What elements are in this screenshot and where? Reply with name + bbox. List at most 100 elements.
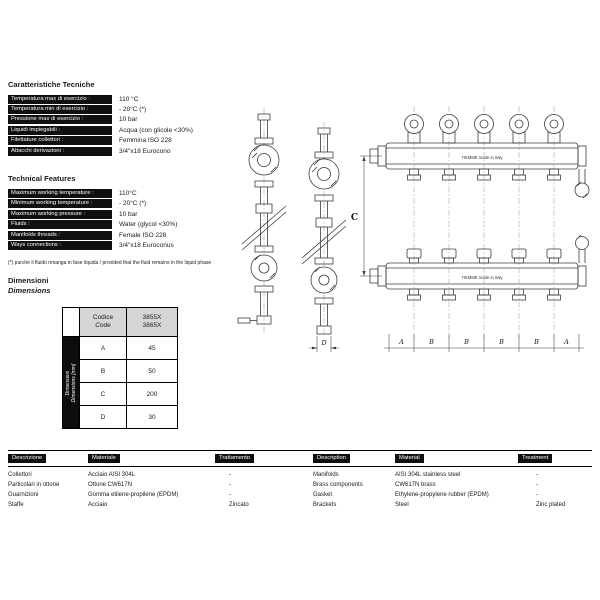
spec-row: Liquidi impiegabili : Acqua (con glicole… bbox=[8, 125, 240, 135]
header-description: Description bbox=[313, 454, 350, 463]
spec-value: 3/4"x18 Eurocono bbox=[119, 147, 171, 155]
code-values-cell: 3855X 3865X bbox=[126, 307, 178, 337]
cell-material: Ethylene-propylene rubber (EPDM) bbox=[395, 492, 489, 498]
dimension-chain-bottom: A B B B B A bbox=[384, 334, 584, 352]
dim-label-d: D bbox=[320, 339, 327, 347]
spec-label: Fluids : bbox=[8, 220, 112, 230]
spec-label: Liquidi impiegabili : bbox=[8, 125, 112, 135]
dimensions-side-label-cell: Dimensioni Dimensions [mm] bbox=[62, 336, 80, 429]
spec-value: 10 bar bbox=[119, 116, 138, 124]
dim-letter: D bbox=[79, 405, 127, 429]
code-value: 3865X bbox=[142, 322, 162, 329]
section-title-caratteristiche: Caratteristiche Tecniche bbox=[8, 80, 95, 89]
spec-value: 10 bar bbox=[119, 210, 138, 218]
spec-value: 110 °C bbox=[119, 95, 139, 103]
spec-row: Fluids : Water (glycol <30%) bbox=[8, 220, 240, 230]
spec-section: Caratteristiche Tecniche Temperatura max… bbox=[8, 80, 240, 295]
header-materiale: Materiale bbox=[88, 454, 120, 463]
section-title-technical-features: Technical Features bbox=[8, 174, 76, 184]
spec-label: Maximum working temperature : bbox=[8, 189, 112, 199]
dimension-row-a: Dimensioni Dimensions [mm] A 45 bbox=[62, 336, 178, 429]
cell-trattamento: - bbox=[229, 482, 231, 488]
spec-label: Pressione max di esercizio : bbox=[8, 115, 112, 125]
cell-materiale: Acciaio AISI 304L bbox=[88, 472, 136, 478]
spec-row: Maximum working temperature : 110°C bbox=[8, 188, 240, 199]
brand-text: TIEMME made in Italy bbox=[461, 155, 503, 160]
header-treatment: Treatment bbox=[518, 454, 553, 463]
materials-header-row: Descrizione Materiale Trattamento Descri… bbox=[8, 454, 592, 467]
dimensions-title-en: Dimensions bbox=[8, 285, 51, 295]
spec-row: Ways connections : 3/4"x18 Euroconus bbox=[8, 240, 240, 250]
cell-treatment: - bbox=[536, 482, 538, 488]
dim-label-b: B bbox=[533, 338, 539, 346]
technical-drawing: D C TIEMME made in Italy bbox=[237, 106, 590, 352]
cell-treatment: - bbox=[536, 472, 538, 478]
cell-trattamento: - bbox=[229, 492, 231, 498]
materials-table: Descrizione Materiale Trattamento Descri… bbox=[8, 450, 592, 510]
spec-row: Minimum working temperature : - 20°C (*) bbox=[8, 199, 240, 209]
spec-row: Temperatura min di esercizio : - 20°C (*… bbox=[8, 104, 240, 115]
dim-label-b: B bbox=[498, 338, 504, 346]
code-label-it: Codice bbox=[92, 314, 114, 321]
dimension-d: D bbox=[309, 336, 339, 352]
spec-value: - 20°C (*) bbox=[119, 200, 147, 208]
dimension-row-b: B 50 bbox=[63, 359, 178, 383]
cell-material: CW617N brass bbox=[395, 482, 436, 488]
spec-row: Manifolds threads : Female ISO 228 bbox=[8, 230, 240, 240]
spec-row: Maximum working pressure : 10 bar bbox=[8, 209, 240, 219]
cell-descrizione: Particolari in ottone bbox=[8, 482, 60, 488]
header-trattamento: Trattamento bbox=[215, 454, 255, 463]
spec-value: Female ISO 228 bbox=[119, 231, 167, 239]
spec-row: Filettature collettori : Femmina ISO 228 bbox=[8, 136, 240, 146]
dim-value: 50 bbox=[126, 359, 178, 383]
spec-value: 3/4"x18 Euroconus bbox=[119, 241, 174, 249]
materials-row: Particolari in ottone Ottone CW617N - Br… bbox=[8, 480, 592, 490]
cell-materiale: Gomma etilene-propilene (EPDM) bbox=[88, 492, 179, 498]
side-view-assembly bbox=[237, 108, 347, 335]
cell-trattamento: - bbox=[229, 472, 231, 478]
header-material: Material bbox=[395, 454, 424, 463]
dim-label-a: A bbox=[398, 338, 404, 346]
spec-row: Temperatura max di esercizio : 110 °C bbox=[8, 94, 240, 104]
dimension-c: C bbox=[351, 155, 382, 277]
dim-letter: B bbox=[79, 359, 127, 383]
manifold-branch bbox=[544, 106, 564, 352]
dim-letter: C bbox=[79, 382, 127, 406]
dimension-row-d: D 30 bbox=[63, 405, 178, 429]
dim-value: 45 bbox=[126, 336, 178, 360]
dim-label-a: A bbox=[563, 338, 569, 346]
cell-description: Gasket bbox=[313, 492, 333, 498]
spec-value: Water (glycol <30%) bbox=[119, 221, 178, 229]
cell-material: AISI 304L stainless steel bbox=[395, 472, 461, 478]
materials-row: Collettori Acciaio AISI 304L - Manifolds… bbox=[8, 470, 592, 480]
spec-value: - 20°C (*) bbox=[119, 106, 147, 114]
empty-cell bbox=[62, 307, 80, 337]
spec-label: Temperatura max di esercizio : bbox=[8, 94, 112, 104]
dim-label-b: B bbox=[428, 338, 434, 346]
spec-label: Filettature collettori : bbox=[8, 136, 112, 146]
spec-row: Pressione max di esercizio : 10 bar bbox=[8, 115, 240, 125]
cell-trattamento: Zincato bbox=[229, 502, 249, 508]
spec-label: Maximum working pressure : bbox=[8, 209, 112, 219]
code-header-cell: Codice Code bbox=[79, 307, 127, 337]
manifold-branch bbox=[439, 106, 459, 352]
dimensions-table-header-row: Codice Code 3855X 3865X bbox=[62, 307, 178, 337]
manifold-branch bbox=[404, 106, 424, 352]
manifold-branch bbox=[474, 106, 494, 352]
cell-descrizione: Guarnizioni bbox=[8, 492, 39, 498]
spec-value: Femmina ISO 228 bbox=[119, 137, 172, 145]
dim-label-b: B bbox=[463, 338, 469, 346]
spec-label: Manifolds threads : bbox=[8, 230, 112, 240]
spec-label: Minimum working temperature : bbox=[8, 199, 112, 209]
code-label-en: Code bbox=[95, 322, 111, 329]
spec-label: Ways connections : bbox=[8, 240, 112, 250]
cell-material: Steel bbox=[395, 502, 409, 508]
brand-text: TIEMME made in Italy bbox=[461, 275, 503, 280]
cell-treatment: - bbox=[536, 492, 538, 498]
dimensions-side-label: Dimensioni Dimensions [mm] bbox=[65, 363, 77, 402]
spec-label: Attacchi derivazioni : bbox=[8, 146, 112, 156]
header-descrizione: Descrizione bbox=[8, 454, 47, 463]
cell-treatment: Zinc plated bbox=[536, 502, 566, 508]
cell-descrizione: Collettori bbox=[8, 472, 32, 478]
